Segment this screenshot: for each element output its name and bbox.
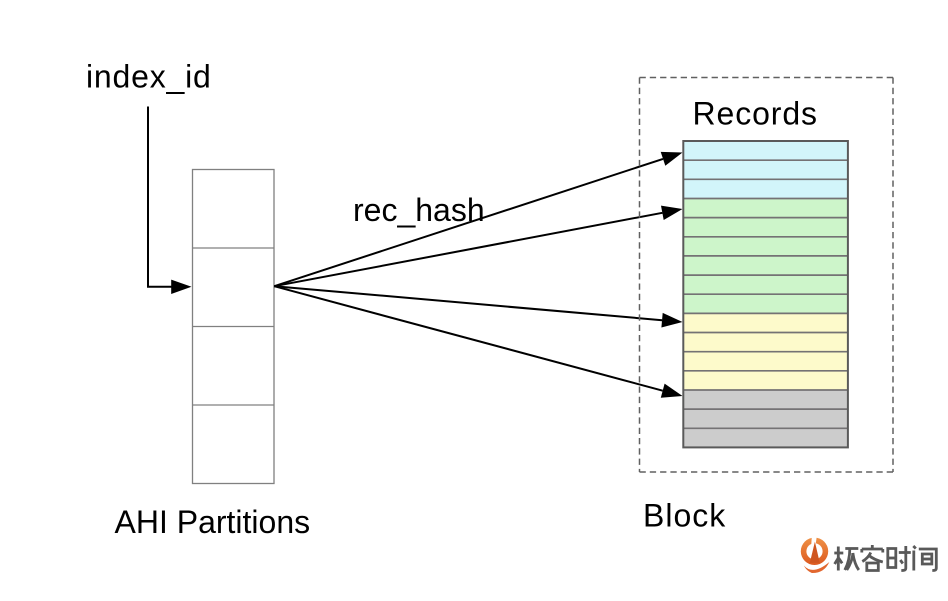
svg-text:AHI Partitions: AHI Partitions xyxy=(115,504,311,540)
svg-text:Records: Records xyxy=(693,96,818,132)
svg-text:index_id: index_id xyxy=(86,59,212,95)
svg-text:rec_hash: rec_hash xyxy=(353,192,485,228)
svg-text:Block: Block xyxy=(643,498,726,534)
